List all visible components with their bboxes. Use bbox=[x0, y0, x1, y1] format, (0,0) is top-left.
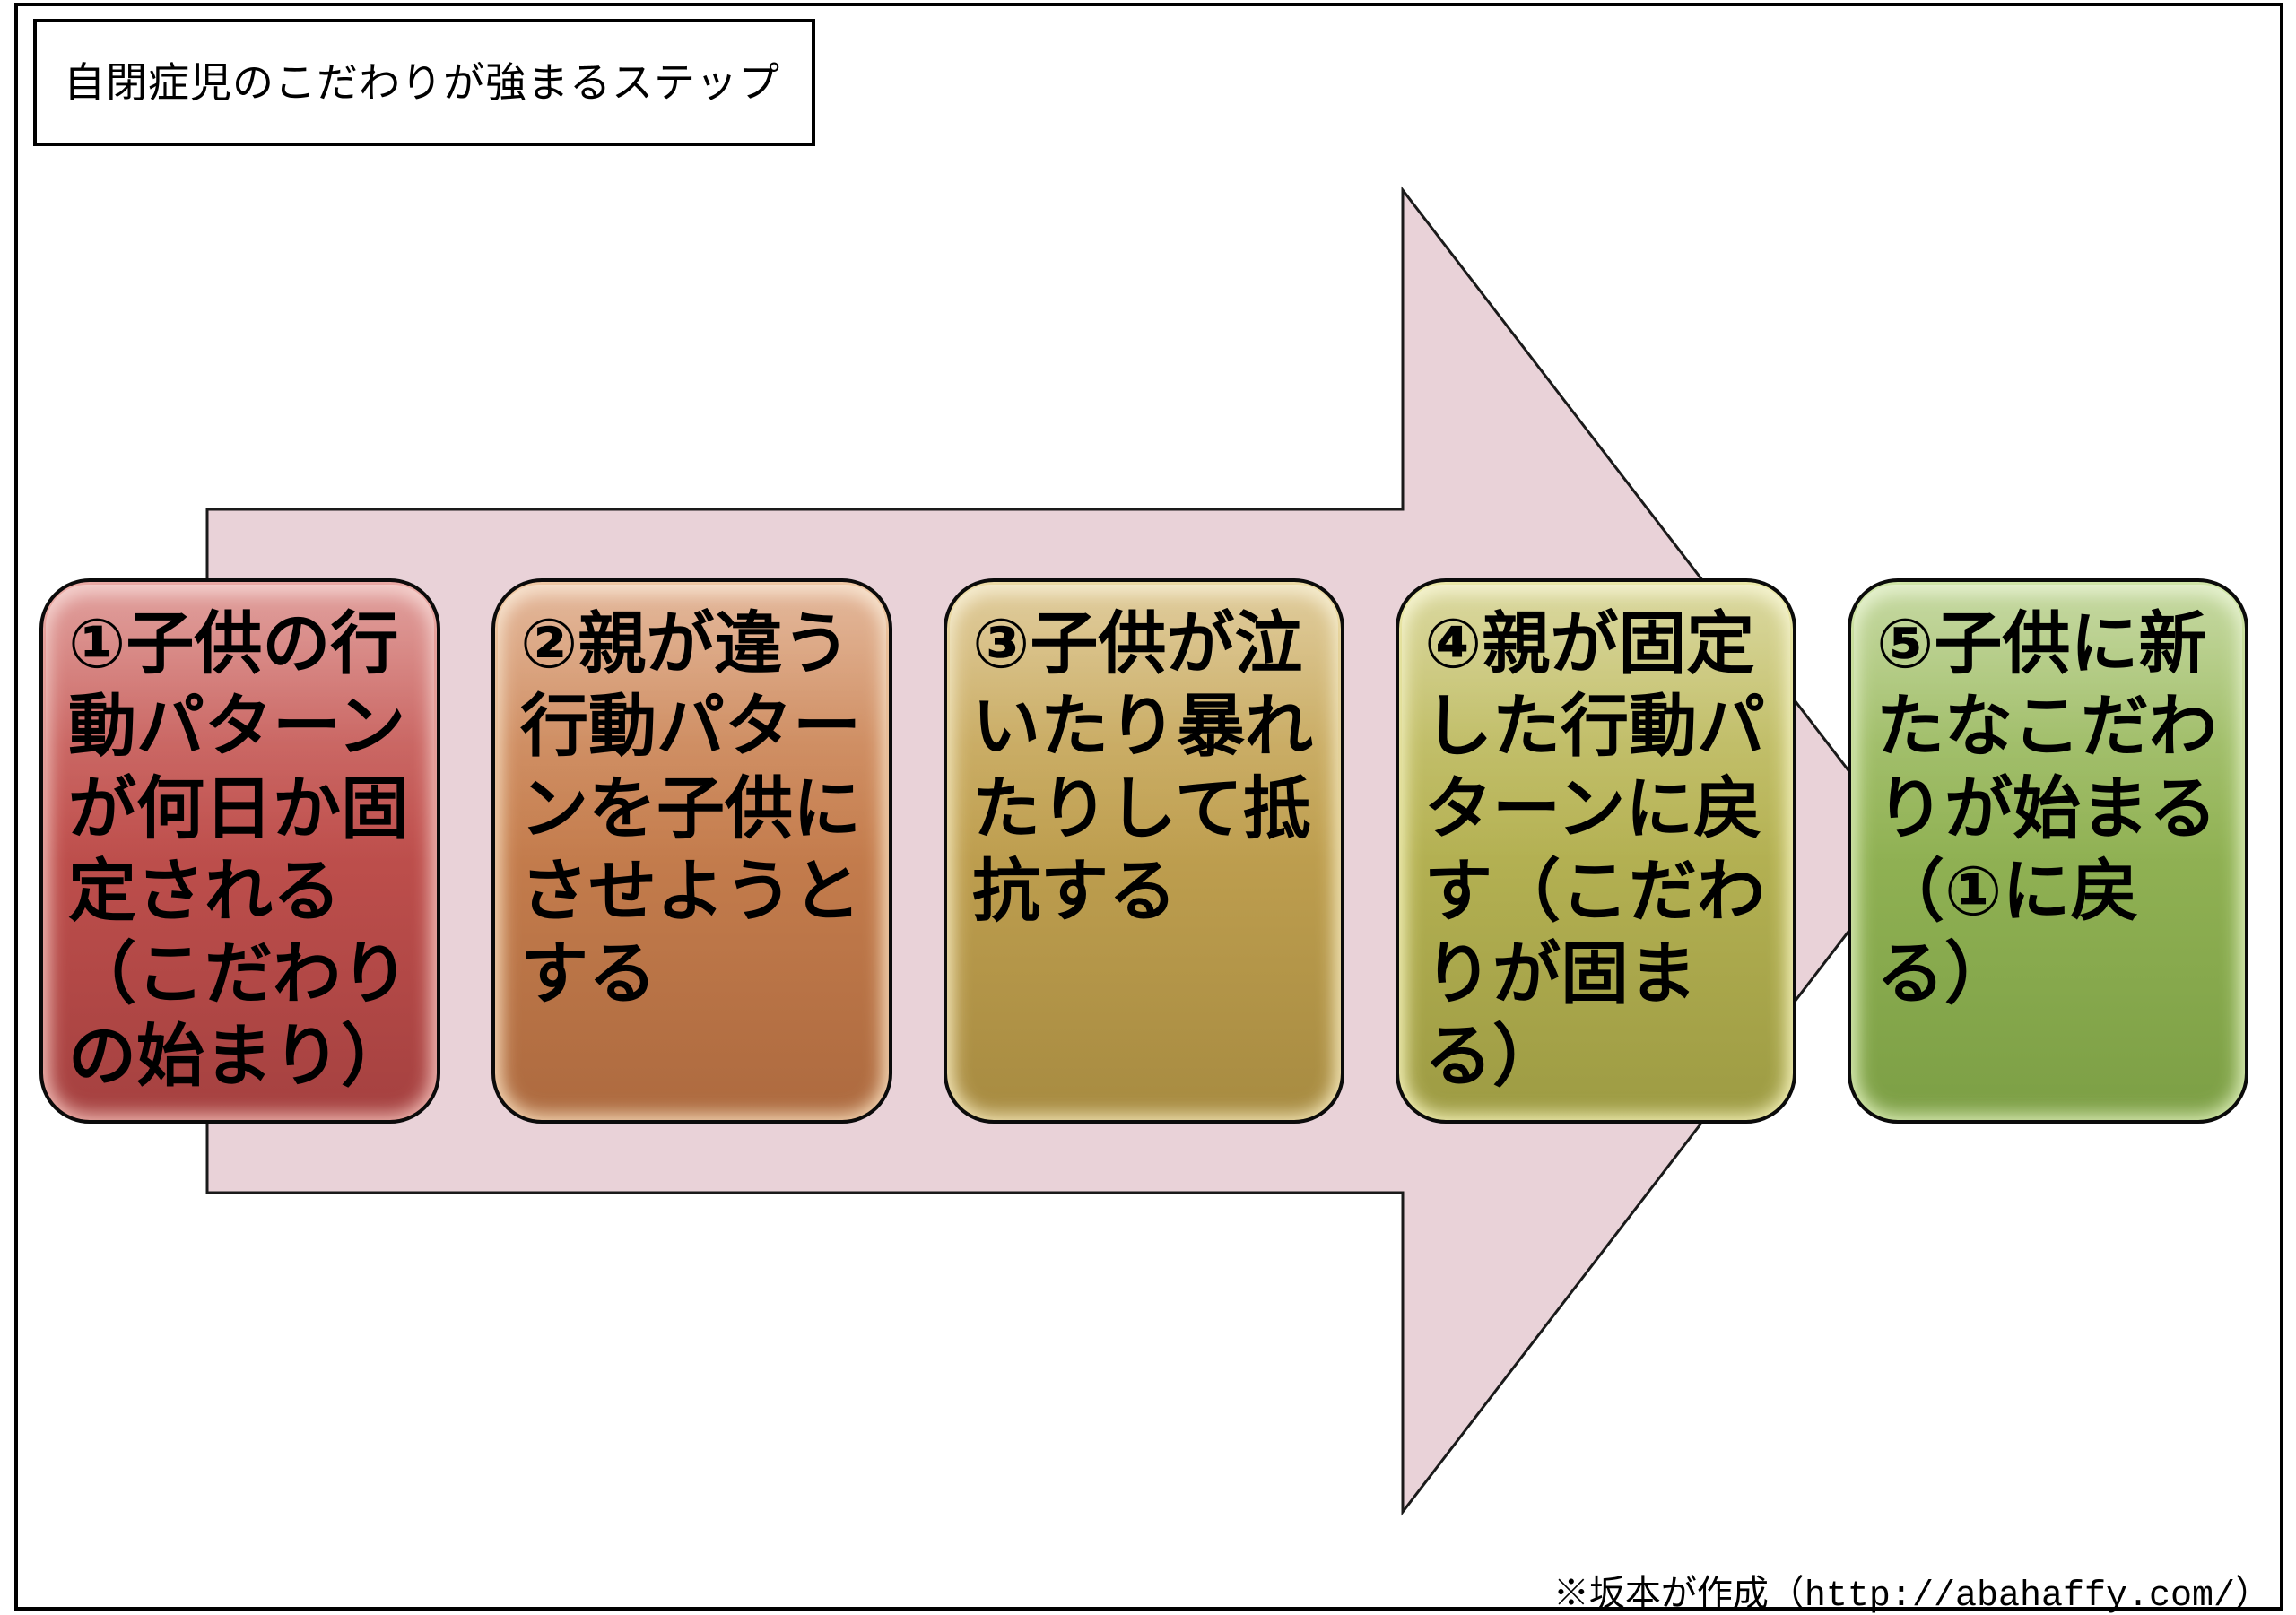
step-box-3: ③子供が泣 いたり暴れ たりして抵 抗する bbox=[944, 578, 1344, 1124]
page-border bbox=[14, 3, 2283, 1611]
title-box: 自閉症児のこだわりが強まるステップ bbox=[33, 19, 815, 146]
step-4-text: ④親が固定 した行動パ ターンに戻 す（こだわ りが固ま る） bbox=[1424, 606, 1765, 1095]
step-box-1: ①子供の行 動パターン が何日か固 定される （こだわり の始まり） bbox=[39, 578, 440, 1124]
attribution-text: ※坂本が作成（http://abahaffy.com/） bbox=[1552, 1576, 2271, 1615]
step-box-5: ⑤子供に新 たなこだわ りが始まる （①に戻 る） bbox=[1848, 578, 2248, 1124]
step-3-text: ③子供が泣 いたり暴れ たりして抵 抗する bbox=[972, 606, 1313, 930]
step-box-4: ④親が固定 した行動パ ターンに戻 す（こだわ りが固ま る） bbox=[1396, 578, 1796, 1124]
diagram-title: 自閉症児のこだわりが強まるステップ bbox=[64, 58, 780, 106]
step-5-text: ⑤子供に新 たなこだわ りが始まる （①に戻 る） bbox=[1876, 606, 2217, 1012]
step-1-text: ①子供の行 動パターン が何日か固 定される （こだわり の始まり） bbox=[68, 606, 409, 1095]
step-2-text: ②親が違う 行動パター ンを子供に させようと する bbox=[520, 606, 861, 1012]
step-box-2: ②親が違う 行動パター ンを子供に させようと する bbox=[491, 578, 892, 1124]
